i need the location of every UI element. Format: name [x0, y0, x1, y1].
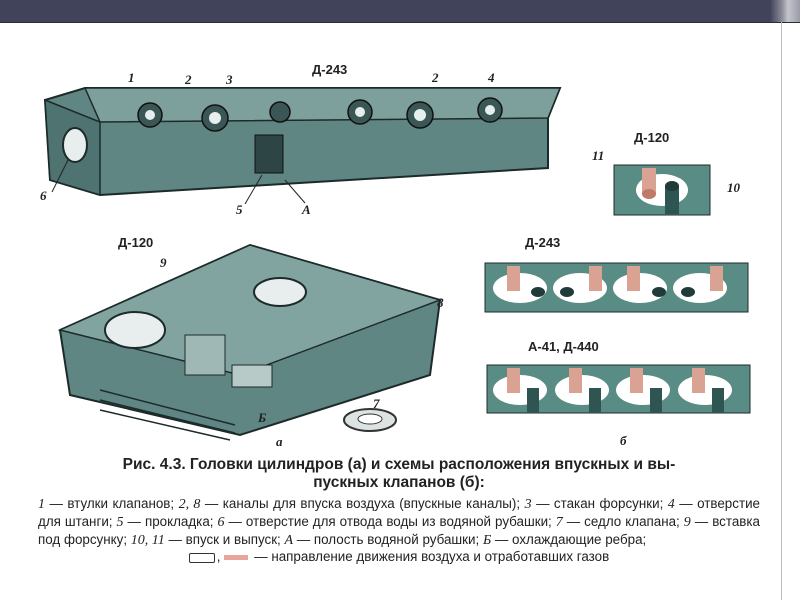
- caption-num: 4: [667, 497, 675, 512]
- caption-title-line1: Рис. 4.3. Головки цилиндров (а) и схемы …: [122, 456, 676, 473]
- caption-text: — охлаждающие ребра;: [491, 531, 647, 547]
- caption-num: 2, 8: [178, 497, 201, 512]
- caption-text: — втулки клапанов;: [45, 496, 179, 511]
- caption-text: — вставка под форсунку;: [38, 513, 760, 547]
- caption-num: 10, 11: [130, 532, 165, 548]
- caption-text: — впуск и выпуск;: [164, 531, 285, 547]
- caption-text: — отверстие для отвода воды из водяной р…: [224, 513, 556, 529]
- caption-title: Рис. 4.3. Головки цилиндров (а) и схемы …: [38, 456, 760, 492]
- label-B: Б: [257, 410, 266, 425]
- bottom-head-title: Д-120: [118, 235, 153, 250]
- label-3: 3: [225, 72, 233, 87]
- caption-num: 3: [524, 497, 532, 512]
- legend-separator: ,: [216, 549, 221, 565]
- label-2b: 2: [431, 70, 439, 85]
- top-head-title: Д-243: [312, 62, 347, 77]
- label-4: 4: [487, 70, 495, 85]
- caption-legend: , — направление движения воздуха и отраб…: [38, 549, 760, 566]
- caption-num: 9: [683, 514, 691, 530]
- caption-num: 1: [38, 497, 45, 512]
- cylinder-head-d120: Д-120 9 8 7 Б а: [57, 235, 444, 449]
- part-a-label: а: [276, 434, 283, 449]
- label-6: 6: [40, 188, 47, 203]
- white-arrow-icon: [188, 552, 215, 563]
- label-11: 11: [592, 148, 604, 163]
- label-8: 8: [437, 295, 444, 310]
- top-bar-edge: [770, 0, 800, 22]
- scheme-d120-title: Д-120: [634, 130, 669, 145]
- figure-caption: Рис. 4.3. Головки цилиндров (а) и схемы …: [38, 456, 760, 566]
- slide-top-bar: [0, 0, 800, 23]
- cylinder-head-d243: Д-243 1 2 3 2 4 6 5 А: [40, 62, 562, 217]
- label-10: 10: [727, 180, 741, 195]
- label-7: 7: [373, 396, 380, 411]
- label-A: А: [301, 202, 311, 217]
- caption-num: Б: [482, 532, 492, 548]
- label-5: 5: [236, 202, 243, 217]
- figure-cylinder-heads: Д-243 1 2 3 2 4 6 5 А Д-120 9 8 7 Б а Д-…: [40, 62, 751, 449]
- caption-text: — каналы для впуска воздуха (впускные ка…: [200, 496, 525, 511]
- slide-right-border: [781, 22, 782, 600]
- label-9: 9: [160, 255, 167, 270]
- pink-arrow-icon: [223, 555, 248, 561]
- caption-text: — полость водяной рубашки;: [293, 531, 483, 547]
- caption-title-line2: пускных клапанов (б):: [313, 474, 485, 491]
- caption-text: — отверстие для штанги;: [38, 496, 761, 529]
- caption-text: — седло клапана;: [562, 513, 684, 529]
- label-2: 2: [184, 72, 192, 87]
- valve-scheme-a41-d440: А-41, Д-440 б: [486, 339, 751, 448]
- scheme-d243-title: Д-243: [525, 235, 560, 250]
- caption-num: А: [284, 532, 294, 548]
- legend-text: — направление движения воздуха и отработ…: [250, 549, 610, 565]
- valve-scheme-d120: Д-120 11 10: [592, 130, 741, 216]
- caption-num: 7: [555, 514, 563, 530]
- caption-body: 1 — втулки клапанов; 2, 8 — каналы для в…: [38, 496, 760, 566]
- caption-text: — стакан форсунки;: [531, 496, 668, 511]
- caption-num: 5: [116, 514, 124, 530]
- label-1: 1: [128, 70, 135, 85]
- part-b-label: б: [620, 433, 627, 448]
- caption-num: 6: [217, 514, 225, 530]
- caption-text: — прокладка;: [123, 513, 218, 529]
- valve-scheme-d243: Д-243: [484, 235, 749, 313]
- scheme-a41-title: А-41, Д-440: [528, 339, 599, 354]
